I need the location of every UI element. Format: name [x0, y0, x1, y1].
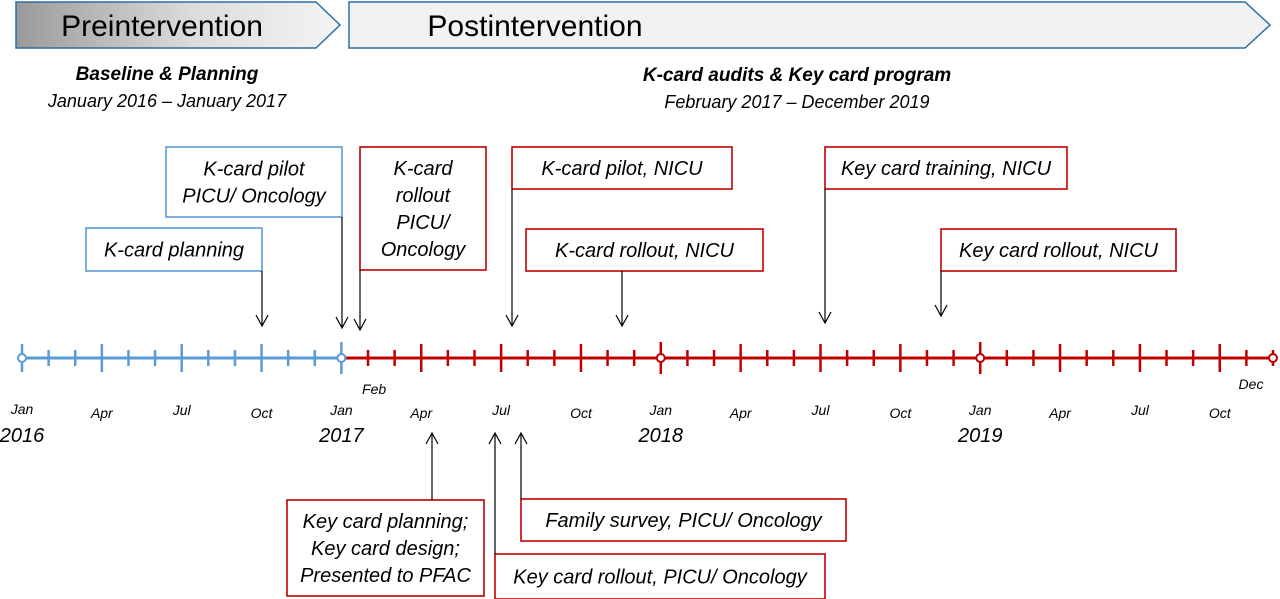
event-text: Family survey, PICU/ Oncology — [545, 510, 822, 532]
event-box — [85, 227, 263, 272]
month-label: Oct — [570, 405, 593, 421]
event-text: PICU/ Oncology — [182, 186, 326, 208]
post-heading: K-card audits & Key card program — [643, 65, 951, 86]
year-marker — [975, 353, 986, 363]
phase-banner-post: Postintervention — [348, 1, 1272, 49]
month-label: Oct — [889, 405, 912, 421]
event-text: PICU/ — [396, 212, 452, 234]
event-above-5: Key card training, NICU — [818, 146, 1068, 325]
pre-heading: Baseline & Planning — [76, 64, 259, 85]
event-text: Key card design; — [311, 538, 460, 560]
event-text: Key card training, NICU — [841, 158, 1052, 180]
arrow-icon — [488, 431, 502, 445]
month-label: Apr — [729, 405, 753, 421]
event-text: Key card planning; — [303, 511, 469, 533]
event-text: K-card rollout, NICU — [555, 240, 734, 262]
month-label: Jul — [491, 402, 511, 418]
month-label: Oct — [251, 405, 274, 421]
month-label: Apr — [1048, 405, 1072, 421]
event-text: Key card rollout, PICU/ Oncology — [513, 567, 807, 589]
month-label: Feb — [362, 381, 386, 397]
month-label: Jul — [811, 402, 831, 418]
event-below-0: Key card planning; Key card design; Presen… — [286, 431, 485, 597]
event-box — [165, 146, 343, 218]
year-marker — [1268, 353, 1278, 363]
arrow-icon — [934, 304, 948, 318]
arrow-icon — [514, 431, 528, 445]
year-label: 2019 — [957, 425, 1003, 447]
year-marker — [655, 353, 666, 363]
arrow-icon — [505, 314, 519, 328]
event-box — [286, 499, 485, 597]
month-label: Jul — [1130, 402, 1150, 418]
arrow-icon — [425, 431, 439, 445]
arrow-icon — [335, 316, 349, 330]
year-label: 2018 — [638, 425, 684, 447]
year-label: 2016 — [0, 425, 45, 447]
event-above-0: K-card planning — [85, 227, 269, 328]
event-text: K-card pilot — [203, 159, 306, 181]
event-box — [520, 498, 847, 542]
event-box — [511, 146, 733, 190]
month-label: Apr — [409, 405, 433, 421]
month-label: Oct — [1209, 405, 1232, 421]
phase-post-label: Postintervention — [427, 10, 642, 43]
event-text: K-card planning — [104, 240, 244, 262]
post-date-range: February 2017 – December 2019 — [664, 92, 929, 112]
month-label: Jan — [10, 401, 34, 417]
month-label: Jan — [649, 402, 673, 418]
event-text: Presented to PFAC — [300, 565, 471, 587]
event-box — [359, 146, 487, 271]
event-box — [940, 228, 1177, 272]
year-marker — [17, 353, 27, 363]
event-box — [525, 228, 764, 272]
event-text: Oncology — [381, 239, 466, 261]
month-label: Jul — [172, 402, 192, 418]
event-below-1: Key card rollout, PICU/ Oncology — [488, 431, 826, 599]
event-above-6: Key card rollout, NICU — [934, 228, 1177, 318]
event-above-3: K-card pilot, NICU — [505, 146, 733, 328]
arrow-icon — [353, 318, 367, 332]
arrow-icon — [818, 311, 832, 325]
year-marker — [336, 353, 347, 363]
event-text: Key card rollout, NICU — [959, 240, 1159, 262]
arrow-icon — [255, 314, 269, 328]
pre-date-range: January 2016 – January 2017 — [47, 91, 287, 111]
event-box — [494, 553, 826, 599]
month-label: Jan — [329, 402, 353, 418]
event-above-4: K-card rollout, NICU — [525, 228, 764, 328]
month-label: Dec — [1239, 376, 1264, 392]
month-label: Jan — [968, 402, 992, 418]
event-text: K-card pilot, NICU — [541, 158, 703, 180]
phase-banner-pre: Preintervention — [15, 1, 342, 49]
arrow-icon — [615, 314, 629, 328]
event-below-2: Family survey, PICU/ Oncology — [514, 431, 847, 542]
event-text: K-card — [394, 158, 454, 180]
event-box — [824, 146, 1068, 190]
event-text: rollout — [396, 185, 452, 207]
year-label: 2017 — [318, 425, 364, 447]
timeline-axis — [17, 342, 1278, 374]
month-label: Apr — [90, 405, 114, 421]
phase-pre-label: Preintervention — [61, 10, 263, 43]
